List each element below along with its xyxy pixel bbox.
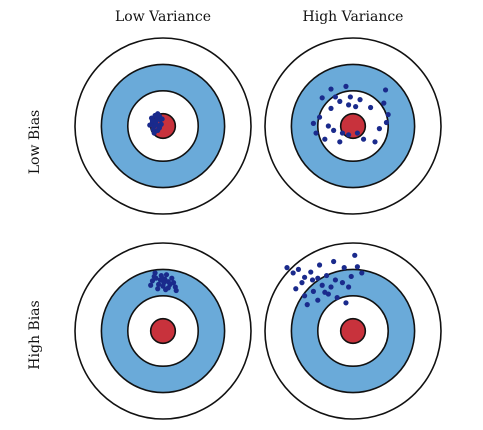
data-point [322, 136, 328, 142]
data-point [372, 139, 378, 145]
data-point [352, 252, 358, 258]
data-point [337, 139, 343, 145]
data-point [147, 122, 153, 128]
data-point [315, 275, 321, 281]
data-point [155, 286, 161, 292]
data-point [334, 294, 340, 301]
data-point [328, 284, 334, 290]
data-point [156, 281, 162, 287]
data-point [149, 118, 156, 124]
data-point [376, 126, 382, 132]
data-point [354, 130, 360, 136]
data-point [319, 282, 325, 288]
data-point [357, 97, 363, 103]
data-point [368, 104, 374, 111]
data-point [165, 285, 171, 291]
data-point [169, 275, 175, 281]
data-point [339, 130, 346, 136]
row-label-low-bias: Low Bias [27, 110, 43, 174]
data-point [337, 98, 343, 104]
data-point [302, 293, 308, 299]
data-point [328, 105, 334, 111]
data-point [341, 265, 347, 271]
data-point [316, 262, 323, 268]
data-point [382, 87, 389, 93]
data-point [302, 274, 308, 280]
data-point [149, 278, 156, 284]
data-point [339, 280, 346, 286]
data-point [290, 270, 296, 276]
data-point [332, 277, 338, 283]
data-point [159, 275, 165, 281]
data-point [156, 125, 163, 131]
data-point [346, 102, 352, 108]
data-point [346, 132, 352, 138]
data-point [295, 266, 302, 272]
data-point [148, 282, 154, 288]
data-point [155, 111, 161, 117]
data-point [325, 123, 331, 129]
column-label-high-variance: High Variance [303, 9, 404, 25]
target-low-bias-low-variance [74, 37, 252, 215]
data-point [353, 104, 359, 110]
data-point [383, 119, 390, 126]
data-point [331, 127, 337, 133]
data-point [293, 286, 299, 292]
data-point [354, 264, 360, 270]
data-point [310, 120, 316, 126]
data-point [322, 289, 328, 295]
data-point [346, 284, 352, 290]
data-point [343, 83, 349, 89]
bullseye [339, 317, 367, 345]
data-point [332, 94, 338, 100]
target-high-bias-low-variance [74, 242, 252, 420]
data-point [331, 258, 337, 265]
data-point [310, 288, 316, 294]
data-point [319, 95, 325, 101]
data-point [385, 111, 391, 118]
data-point [173, 287, 179, 294]
data-point [152, 270, 158, 276]
data-point [324, 272, 330, 279]
data-point [163, 272, 170, 278]
data-point [360, 136, 367, 142]
data-point [161, 280, 167, 286]
data-point [343, 300, 349, 306]
data-point [170, 280, 177, 286]
target-low-bias-high-variance [264, 37, 442, 215]
data-point [308, 269, 314, 275]
target-high-bias-high-variance [264, 242, 442, 420]
bullseye [149, 317, 177, 345]
data-point [159, 116, 165, 122]
data-point [151, 130, 157, 136]
targets-grid [74, 37, 442, 420]
data-point [328, 86, 334, 92]
data-point [299, 280, 305, 286]
data-point [316, 114, 323, 120]
data-point [359, 270, 365, 276]
data-point [304, 302, 310, 308]
data-point [347, 94, 353, 100]
data-point [284, 265, 290, 271]
data-point [309, 277, 316, 283]
data-point [348, 273, 354, 280]
column-label-low-variance: Low Variance [115, 9, 211, 25]
row-label-high-bias: High Bias [27, 300, 43, 369]
data-point [381, 100, 387, 106]
data-point [313, 130, 319, 136]
data-point [315, 297, 321, 303]
